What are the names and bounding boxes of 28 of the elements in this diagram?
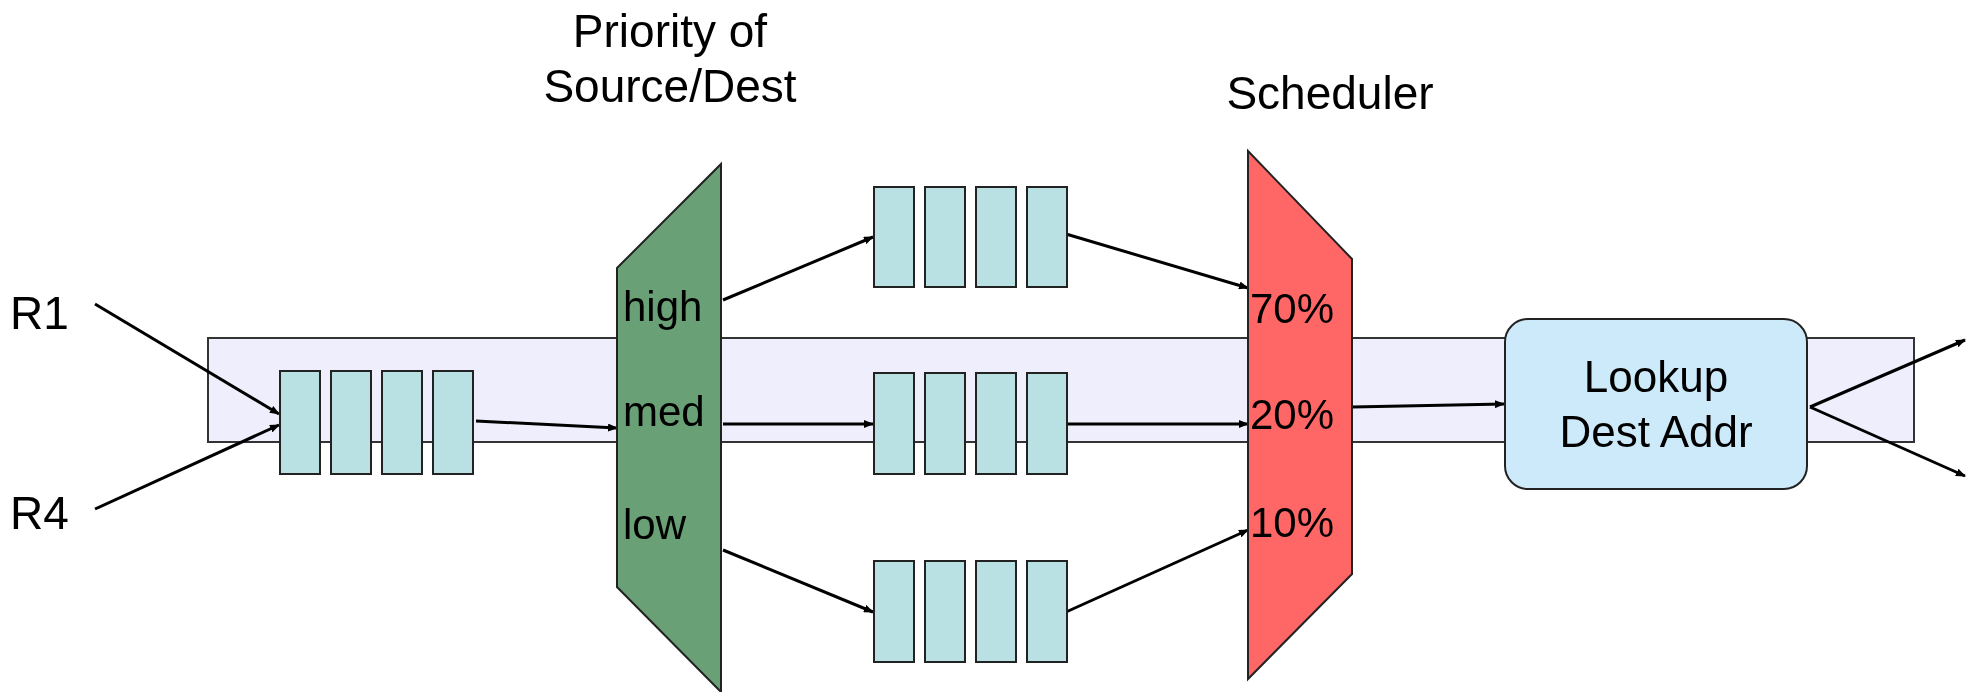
stage-option: high bbox=[623, 284, 703, 331]
stage-option: med bbox=[623, 389, 705, 436]
process-text: Lookup Dest Addr bbox=[1558, 351, 1754, 458]
arrow bbox=[475, 419, 618, 432]
arrow bbox=[1809, 405, 1966, 478]
stage-option: 20% bbox=[1250, 392, 1335, 439]
stage-option: 10% bbox=[1250, 500, 1335, 547]
stage-title: Scheduler bbox=[1225, 66, 1435, 121]
arrow bbox=[1351, 400, 1505, 409]
stage-option: low bbox=[623, 502, 687, 549]
stage-title: Priority of Source/Dest bbox=[542, 4, 798, 115]
arrow bbox=[1065, 232, 1249, 290]
arrow bbox=[1809, 338, 1966, 409]
arrow bbox=[722, 548, 874, 614]
process-box bbox=[1504, 318, 1808, 490]
stage-option: 70% bbox=[1250, 286, 1335, 333]
arrow bbox=[722, 235, 874, 302]
arrow bbox=[1066, 420, 1249, 428]
router-label: R4 bbox=[10, 488, 69, 539]
arrow bbox=[94, 302, 280, 416]
router-label: R1 bbox=[10, 288, 69, 339]
queue-drawing bbox=[873, 372, 1066, 475]
queue-drawing bbox=[279, 370, 476, 475]
arrow bbox=[723, 420, 874, 428]
arrow bbox=[94, 423, 280, 511]
queue-drawing bbox=[873, 186, 1066, 288]
queue-drawing bbox=[873, 560, 1066, 663]
arrow bbox=[1065, 528, 1249, 614]
